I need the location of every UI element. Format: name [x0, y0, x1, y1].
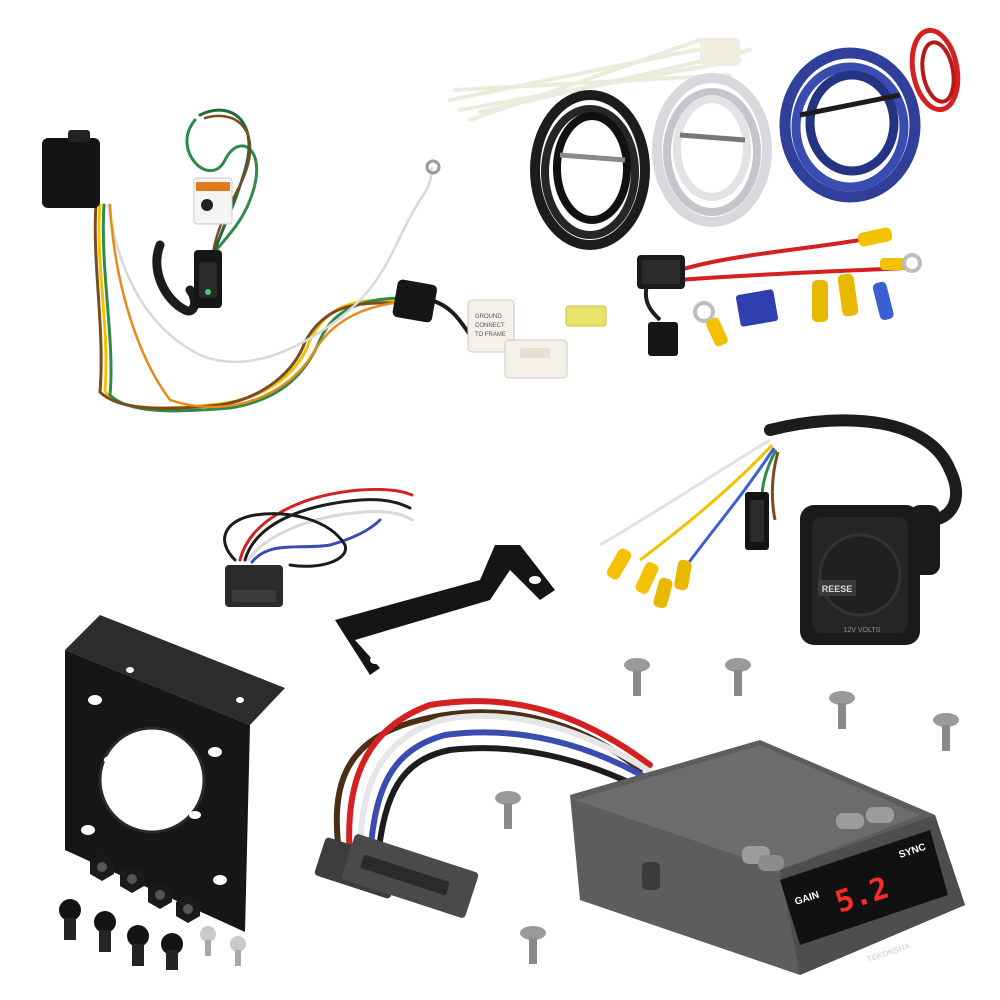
- adapter-black-cable: [764, 414, 962, 526]
- controller-brand-label: TEKONSHA: [866, 941, 912, 964]
- harness-connector-leads: [428, 298, 472, 337]
- controller-black-wire: [375, 745, 648, 859]
- adapter-white-lead: [599, 438, 771, 547]
- atc-fuse: [565, 305, 607, 327]
- hex-nut: [120, 865, 144, 893]
- controller-red-wire: [346, 698, 653, 861]
- harness-white-wire: [106, 166, 434, 363]
- harness-plug-indicator: [205, 289, 211, 295]
- harness-module-cap: [68, 130, 90, 142]
- butt-connector-yellow-3: [837, 273, 859, 317]
- adapter-yellow-lead: [639, 443, 774, 562]
- blue-wire-spool: [779, 47, 921, 203]
- bracket-hardware: [59, 853, 246, 970]
- bolt: [59, 899, 81, 940]
- harness-brown-wire-loop: [203, 114, 252, 277]
- bolt: [94, 911, 116, 952]
- zinc-screw: [200, 926, 216, 956]
- screw: [725, 658, 751, 696]
- harness-orange-wire: [108, 203, 412, 409]
- ring-terminal-loose: [693, 301, 728, 347]
- zinc-screw: [230, 936, 246, 966]
- controller-blue-wire: [367, 729, 653, 859]
- controller-manual-buttons[interactable]: [742, 846, 784, 871]
- black-wire-spool: [530, 90, 650, 250]
- white-wire-spool: [652, 73, 772, 227]
- fuse-holder-red-wire: [679, 238, 906, 282]
- controller-white-wire: [357, 713, 658, 859]
- socket-brand-label: REESE: [822, 584, 853, 594]
- butt-connector-yellow-2: [812, 280, 828, 322]
- wire-spools: [448, 27, 961, 250]
- harness-warning-tag-stripe: [196, 182, 230, 191]
- harness-converter-module: [42, 138, 100, 208]
- pigtail-white-wire: [246, 510, 414, 562]
- hex-nut: [176, 895, 200, 923]
- red-wire-coil: [909, 27, 961, 113]
- harness-vehicle-connector-2-latch: [520, 348, 550, 358]
- harness-vehicle-connector-2: [504, 339, 568, 379]
- mounting-bracket-small: [335, 545, 555, 675]
- harness-4-way-plug-face: [199, 262, 217, 298]
- adapter-butt-connector-3: [653, 577, 673, 609]
- screw: [624, 658, 650, 696]
- sticker-line-3: TO FRAME: [475, 332, 506, 338]
- pigtail-red-wire: [238, 488, 414, 562]
- pigtail-blue-wire: [250, 518, 382, 564]
- screw: [495, 791, 521, 829]
- harness-vehicle-connector-1: [467, 299, 515, 353]
- pigtail-loop: [223, 512, 347, 568]
- pigtail-connector-face: [232, 590, 276, 602]
- adapter-brown-lead: [770, 451, 780, 521]
- adapter-butt-connector-2: [635, 562, 659, 594]
- hex-nut: [148, 881, 172, 909]
- fuse-holder-grille: [642, 260, 680, 284]
- self-tapping-screws: [495, 658, 959, 964]
- tap-connector-blue: [735, 289, 779, 327]
- seven-way-socket: REESE 12V VOLTS: [800, 505, 940, 645]
- fuse-holder-cap: [648, 322, 678, 356]
- controller-top-face: [575, 745, 920, 870]
- controller-up-buttons[interactable]: [836, 807, 894, 829]
- t-connector-harness: GROUND CONNECT TO FRAME: [42, 108, 568, 413]
- adapter-butt-connector-4: [674, 559, 692, 591]
- screw: [933, 713, 959, 751]
- butt-connector-yellow-1: [857, 227, 893, 247]
- seven-way-adapter: REESE 12V VOLTS: [599, 414, 962, 645]
- bolt: [161, 933, 183, 970]
- harness-inline-fuse-holder: [392, 279, 438, 323]
- harness-rubber-hook: [152, 240, 200, 316]
- ring-terminal: [880, 253, 922, 273]
- controller-display: 5.2 GAIN SYNC: [780, 830, 948, 945]
- controller-side-knob: [642, 862, 660, 890]
- harness-warning-tag-symbol: [201, 199, 213, 211]
- screw: [829, 691, 855, 729]
- socket-voltage-label: 12V VOLTS: [844, 627, 881, 634]
- bolt: [127, 925, 149, 966]
- brake-controller: 5.2 GAIN SYNC TEKONSHA: [314, 698, 965, 975]
- adapter-butt-connector-1: [606, 548, 632, 580]
- brake-control-pigtail: [223, 488, 414, 607]
- harness-ring-terminal: [425, 159, 441, 175]
- sticker-line-2: CONNECT: [475, 323, 505, 329]
- pigtail-black-wire: [243, 498, 412, 562]
- butt-connector-blue: [872, 281, 894, 321]
- adapter-4-way-flat-face: [750, 500, 764, 542]
- seven-way-mounting-bracket: [65, 615, 285, 932]
- sticker-line-1: GROUND: [475, 314, 502, 320]
- zip-tie-heads: [700, 38, 740, 66]
- fuse-and-terminals: [565, 227, 922, 356]
- harness-green-wire: [101, 203, 407, 413]
- hex-nut: [90, 853, 114, 881]
- screw: [520, 926, 546, 964]
- controller-plug: [314, 834, 479, 918]
- harness-connector-sticker: GROUND CONNECT TO FRAME: [475, 314, 506, 338]
